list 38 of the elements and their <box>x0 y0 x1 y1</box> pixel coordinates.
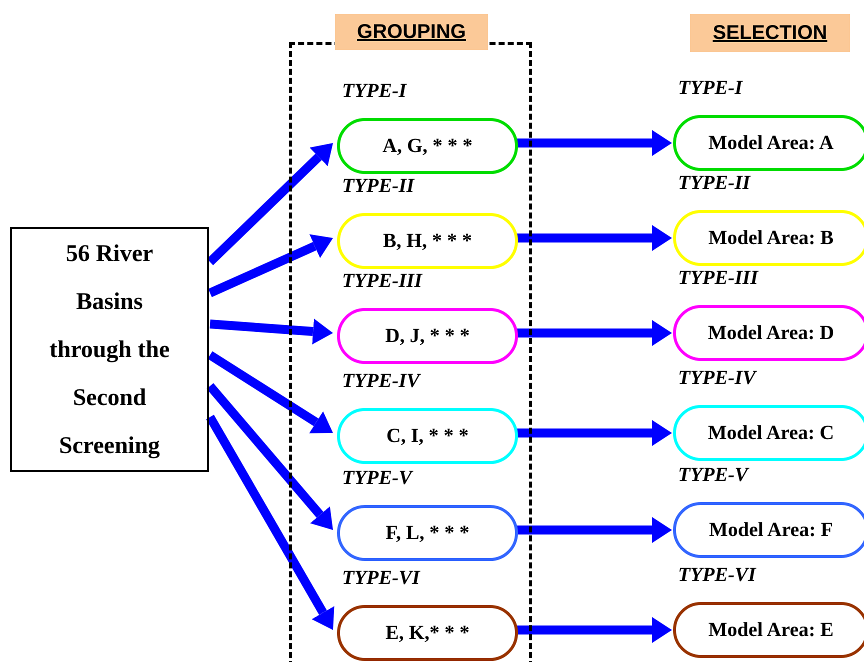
box-text: Model Area: F <box>708 518 834 542</box>
type-label: TYPE-IV <box>342 369 420 393</box>
type-label: TYPE-I <box>678 76 742 100</box>
section-heading: SELECTION <box>690 14 850 52</box>
block-arrow <box>517 130 672 156</box>
type-label: TYPE-VI <box>678 563 756 587</box>
type-label: TYPE-II <box>342 174 414 198</box>
block-arrow <box>517 420 672 446</box>
box-text: A, G, * * * <box>382 134 472 158</box>
source-box: 56 River Basins through the Second Screening <box>10 227 209 472</box>
block-arrow <box>206 414 334 630</box>
box-text: Model Area: C <box>708 422 834 444</box>
box-text: Model Area: B <box>708 226 834 250</box>
box-text: C, I, * * * <box>386 424 469 448</box>
block-arrow <box>208 351 333 434</box>
type-label: TYPE-II <box>678 171 750 195</box>
box-text: D, J, * * * <box>385 324 470 348</box>
type-label: TYPE-VI <box>342 566 420 590</box>
block-arrow <box>517 517 672 543</box>
box-text: F, L, * * * <box>386 522 470 544</box>
type-label: TYPE-IV <box>678 366 756 390</box>
block-arrow <box>517 617 672 643</box>
type-label: TYPE-V <box>342 466 412 490</box>
type-label: TYPE-I <box>342 79 406 103</box>
box-text: E, K,* * * <box>386 622 470 644</box>
type-label: TYPE-III <box>342 269 422 293</box>
box-text: Model Area: D <box>708 322 834 344</box>
box-text: B, H, * * * <box>383 230 472 252</box>
box-text: Model Area: A <box>708 132 834 154</box>
type-label: TYPE-V <box>678 463 748 487</box>
block-arrow <box>210 318 333 344</box>
section-heading: GROUPING <box>335 14 488 50</box>
type-label: TYPE-III <box>678 266 758 290</box>
box-text: Model Area: E <box>708 618 834 642</box>
dashed-group-frame <box>289 42 532 662</box>
block-arrow <box>517 225 672 251</box>
block-arrow <box>208 234 333 298</box>
block-arrow <box>517 320 672 346</box>
